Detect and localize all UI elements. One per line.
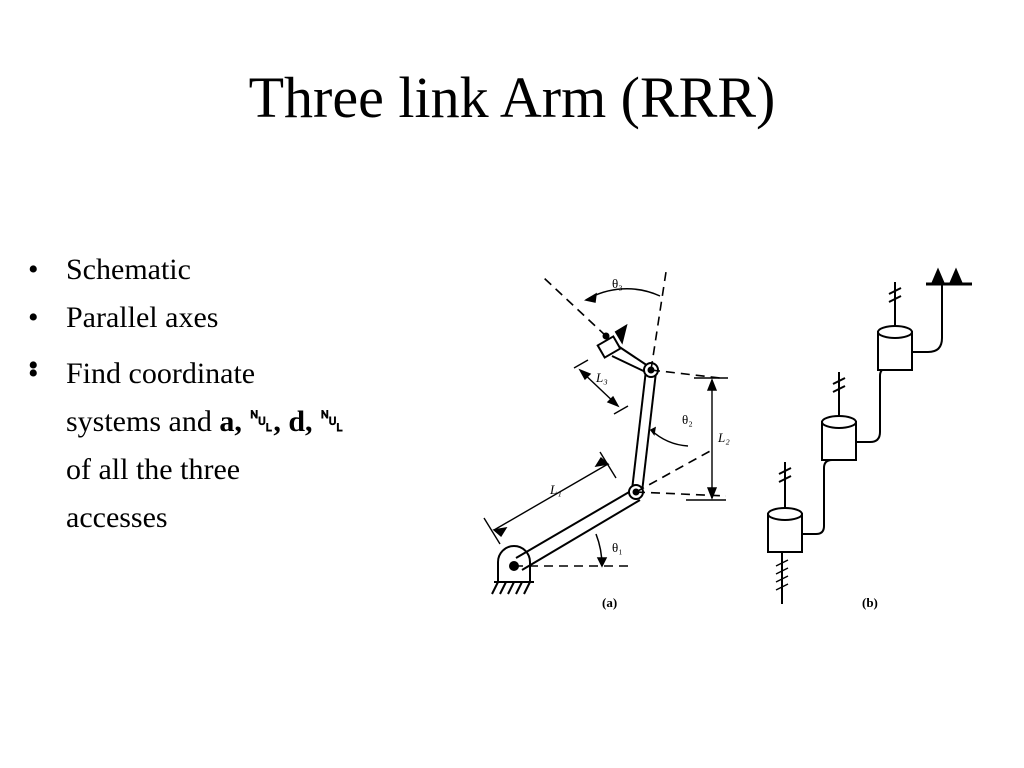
bullet-marker: • xyxy=(28,357,39,390)
theta3-label: θ₃ xyxy=(612,276,623,291)
slide-title: Three link Arm (RRR) xyxy=(248,65,776,130)
bullet-marker: • xyxy=(28,301,39,334)
theta2-label: θ₂ xyxy=(682,412,693,427)
bullet-line: accesses xyxy=(66,501,168,534)
robot-arm-figure: θ₃ L₃ θ₂ L₂ L₁ θ₁ (a) (b) xyxy=(450,262,990,634)
L3-label: L₃ xyxy=(595,370,608,385)
bullet-item: • Parallel axes xyxy=(28,294,448,342)
bullet-item: • Schematic xyxy=(28,246,448,294)
end-effector-icon xyxy=(930,267,946,285)
caption-b: (b) xyxy=(862,595,878,610)
bullet-line: systems and xyxy=(66,405,220,438)
bullet-marker: • xyxy=(28,349,39,382)
bullet-line: Find coordinate xyxy=(66,357,256,390)
bullet-marker: • xyxy=(28,253,39,286)
gripper-icon xyxy=(596,323,628,359)
joint-3-cylinder-icon xyxy=(877,267,972,371)
joint-2-cylinder-icon xyxy=(821,367,890,461)
L2-label: L₂ xyxy=(717,430,730,445)
bullet-item: • Find coordinate systems and a, ␀, d, ␀… xyxy=(28,350,448,542)
link-2 xyxy=(631,369,657,493)
parameter-list: a, ␀, d, ␀ xyxy=(219,405,345,438)
caption-a: (a) xyxy=(602,595,617,610)
joint-1-cylinder-icon xyxy=(767,459,836,553)
schematic-b xyxy=(767,267,972,604)
schematic-a xyxy=(483,271,728,595)
L1-label: L₁ xyxy=(549,482,562,497)
bullet-text: Parallel axes xyxy=(66,301,219,334)
bullet-text: Schematic xyxy=(66,253,191,286)
theta1-label: θ₁ xyxy=(612,540,623,555)
link-1 xyxy=(515,487,641,571)
base-pivot-icon xyxy=(491,545,534,595)
bullet-line: of all the three xyxy=(66,453,241,486)
bullet-list: • Schematic • Parallel axes • • Find coo… xyxy=(28,246,448,542)
